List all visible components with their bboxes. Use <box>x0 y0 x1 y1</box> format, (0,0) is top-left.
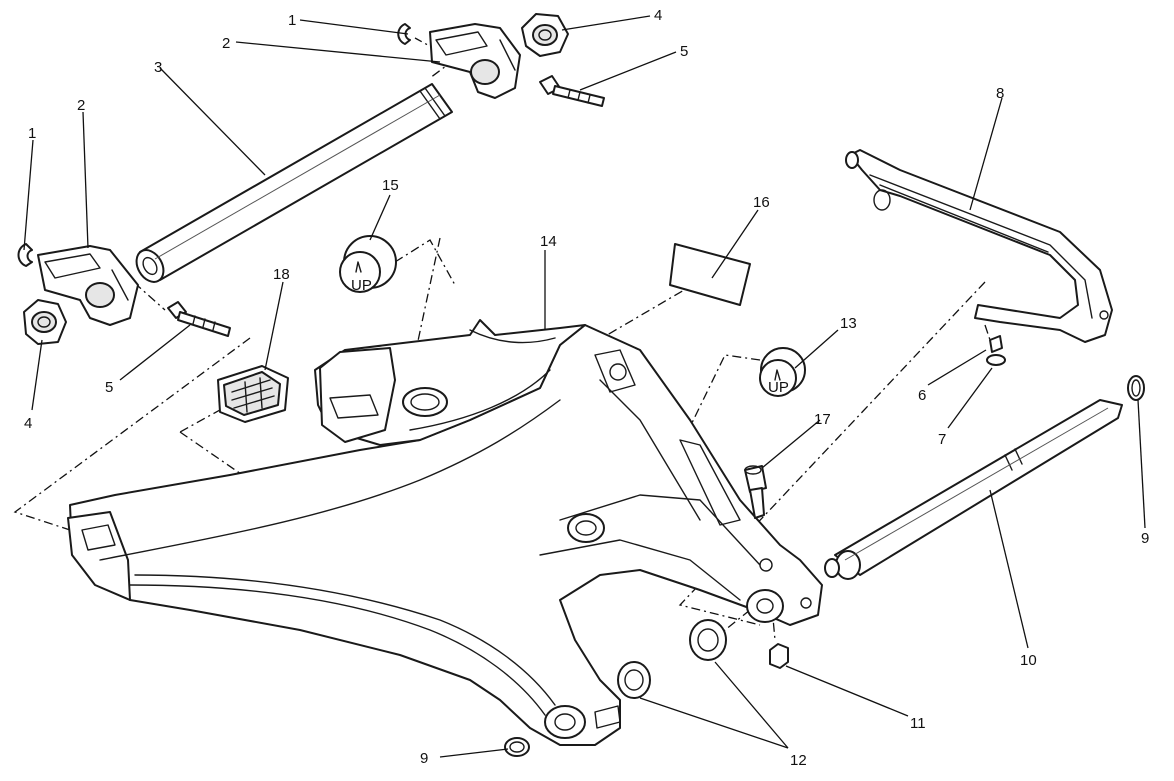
leader-lines <box>23 15 1146 758</box>
plug-up-text-13: UP <box>768 379 789 396</box>
circlip-left-part-1 <box>17 243 33 267</box>
callout-4-top: 4 <box>654 7 662 24</box>
axle-part-10 <box>824 399 1123 580</box>
plug-up-text-15: UP <box>351 277 372 294</box>
callout-9-right: 9 <box>1141 530 1149 547</box>
chain-guard-part-8 <box>845 149 1113 343</box>
callout-3: 3 <box>154 59 162 76</box>
callout-11: 11 <box>910 715 926 732</box>
callout-1-top: 1 <box>288 12 296 29</box>
plate-part-16 <box>669 243 751 306</box>
callout-4-left: 4 <box>24 415 32 432</box>
callout-15: 15 <box>382 177 399 194</box>
adjuster-bolt-left-part-5 <box>167 301 231 337</box>
plug-part-13: UP <box>759 347 806 397</box>
callout-2-left: 2 <box>77 97 85 114</box>
nut-part-11 <box>769 643 789 669</box>
washer-part-7 <box>986 354 1006 366</box>
callout-18: 18 <box>273 266 290 283</box>
callout-5-left: 5 <box>105 379 113 396</box>
pivot-tube-part-3 <box>135 83 453 283</box>
callout-labels: 1 2 3 4 5 1 2 5 4 15 18 16 14 13 8 6 7 9… <box>24 7 1149 769</box>
callout-14: 14 <box>540 233 557 250</box>
callout-8: 8 <box>996 85 1004 102</box>
callout-9-lower: 9 <box>420 750 428 767</box>
callout-5-top: 5 <box>680 43 688 60</box>
grommet-part-18 <box>217 365 289 423</box>
chain-adjuster-top-part-2 <box>429 23 521 99</box>
swingarm-part-14 <box>67 319 823 746</box>
callout-13: 13 <box>840 315 857 332</box>
plug-part-15: UP <box>339 235 397 294</box>
washer-right-part-12 <box>689 619 727 661</box>
bolt-part-17 <box>744 465 767 519</box>
circlip-lower-part-9 <box>504 737 530 757</box>
callout-6: 6 <box>918 387 926 404</box>
screw-part-6 <box>989 335 1003 353</box>
nut-top-part-4 <box>521 13 569 57</box>
callout-7: 7 <box>938 431 946 448</box>
callout-17: 17 <box>814 411 831 428</box>
callout-10: 10 <box>1020 652 1037 669</box>
chain-adjuster-left-part-2 <box>37 245 139 326</box>
callout-12: 12 <box>790 752 807 769</box>
nut-left-part-4 <box>23 299 67 345</box>
callout-16: 16 <box>753 194 770 211</box>
callout-1-left: 1 <box>28 125 36 142</box>
adjuster-bolt-top-part-5 <box>539 75 605 107</box>
washer-lower-part-12 <box>617 661 651 699</box>
callout-2-top: 2 <box>222 35 230 52</box>
circlip-right-part-9 <box>1127 375 1145 401</box>
